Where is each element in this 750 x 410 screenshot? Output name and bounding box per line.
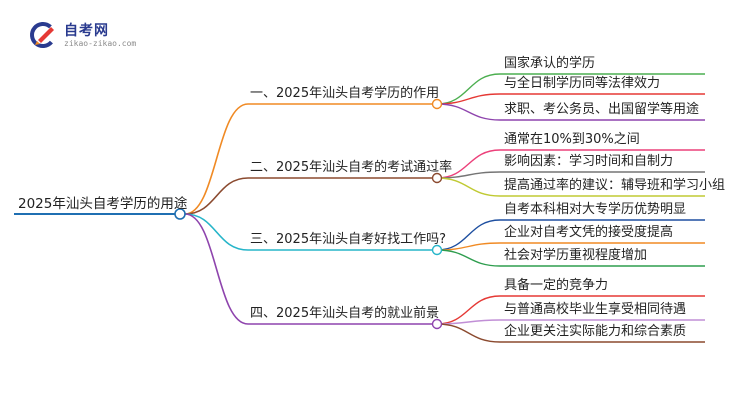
leaf-connector [436, 219, 501, 251]
site-logo[interactable]: 自考网 zikao-zikao.com [28, 18, 158, 54]
root-topic[interactable]: 2025年汕头自考学历的用途 [18, 196, 188, 212]
leaf-topic[interactable]: 影响因素：学习时间和自制力 [504, 154, 674, 169]
leaf-connector [436, 177, 501, 197]
leaf-topic[interactable]: 具备一定的竞争力 [504, 278, 609, 293]
branch-node [431, 244, 443, 256]
branch-node [431, 98, 443, 110]
logo-url: zikao-zikao.com [64, 39, 137, 48]
branch-node [431, 318, 443, 330]
branch-topic[interactable]: 四、2025年汕头自考的就业前景 [250, 306, 440, 321]
branch-topic[interactable]: 一、2025年汕头自考学历的作用 [250, 86, 440, 101]
leaf-topic[interactable]: 与普通高校毕业生享受相同待遇 [504, 302, 687, 317]
leaf-topic[interactable]: 社会对学历重视程度增加 [504, 248, 648, 263]
leaf-topic[interactable]: 求职、考公务员、出国留学等用途 [504, 102, 700, 117]
leaf-topic[interactable]: 提高通过率的建议：辅导班和学习小组 [504, 178, 726, 193]
leaf-connector [436, 103, 501, 121]
branch-connector [184, 213, 249, 251]
logo-mark-icon [30, 22, 56, 48]
leaf-connector [436, 323, 501, 343]
branch-connector [184, 177, 249, 215]
leaf-topic[interactable]: 企业对自考文凭的接受度提高 [504, 225, 674, 240]
logo-name: 自考网 [64, 23, 109, 39]
branch-connector [184, 213, 249, 325]
leaf-topic[interactable]: 与全日制学历同等法律效力 [504, 76, 661, 91]
branch-connector [184, 103, 249, 215]
root-node [174, 208, 186, 220]
branch-node [431, 172, 443, 184]
leaf-topic[interactable]: 自考本科相对大专学历优势明显 [504, 202, 687, 217]
leaf-connector [436, 249, 501, 267]
branch-topic[interactable]: 二、2025年汕头自考的考试通过率 [250, 160, 453, 175]
leaf-connector [436, 319, 501, 325]
leaf-topic[interactable]: 企业更关注实际能力和综合素质 [504, 324, 687, 339]
leaf-topic[interactable]: 通常在10%到30%之间 [504, 132, 640, 147]
leaf-topic[interactable]: 国家承认的学历 [504, 56, 596, 71]
branch-topic[interactable]: 三、2025年汕头自考好找工作吗? [250, 232, 446, 247]
